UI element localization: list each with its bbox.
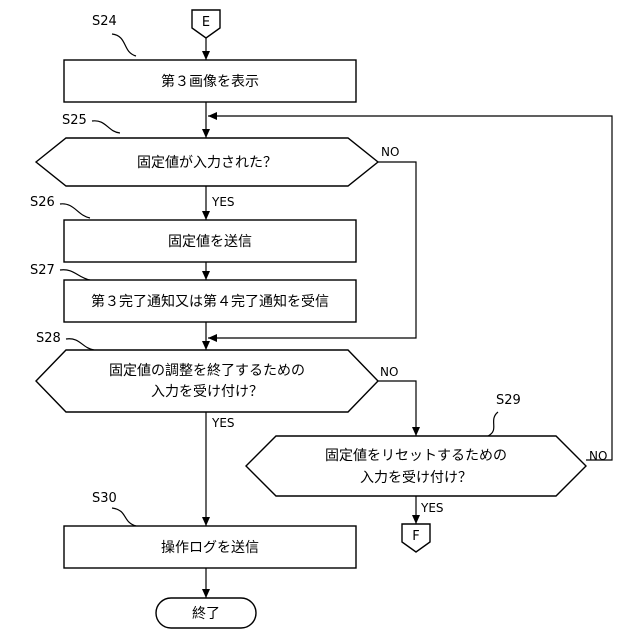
decision-end-adjustment bbox=[36, 350, 378, 412]
process-receive-completion-text: 第３完了通知又は第４完了通知を受信 bbox=[91, 293, 329, 310]
step-leader-s24 bbox=[112, 34, 136, 56]
decision-end-adjustment-text-line1: 固定値の調整を終了するための bbox=[109, 363, 305, 379]
step-label-s28: S28 bbox=[36, 331, 61, 346]
step-label-s25: S25 bbox=[62, 113, 87, 128]
entry-connector: E bbox=[192, 10, 220, 38]
branch-label-s25-yes: YES bbox=[211, 195, 235, 209]
end-terminator: 終了 bbox=[156, 598, 256, 628]
decision-end-adjustment-text-line2: 入力を受け付け？ bbox=[151, 384, 263, 400]
step-s28: S28 固定値の調整を終了するための 入力を受け付け？ bbox=[36, 331, 378, 412]
exit-connector: F bbox=[402, 524, 430, 552]
decision-fixed-value-input-text: 固定値が入力された？ bbox=[137, 155, 277, 171]
step-label-s30: S30 bbox=[92, 491, 117, 506]
end-terminator-text: 終了 bbox=[192, 606, 220, 622]
step-leader-s27 bbox=[60, 270, 90, 280]
step-leader-s29 bbox=[488, 412, 498, 436]
step-label-s26: S26 bbox=[30, 195, 55, 210]
entry-connector-label: E bbox=[202, 15, 210, 30]
branch-label-s29-yes: YES bbox=[420, 501, 444, 515]
step-s27: S27 第３完了通知又は第４完了通知を受信 bbox=[30, 263, 356, 322]
step-s26: S26 固定値を送信 bbox=[30, 195, 356, 262]
decision-reset-text-line2: 入力を受け付け？ bbox=[360, 470, 472, 486]
step-leader-s28 bbox=[66, 339, 94, 350]
decision-reset bbox=[246, 436, 586, 496]
step-leader-s25 bbox=[92, 121, 120, 133]
step-leader-s30 bbox=[112, 508, 136, 526]
edge-s28-no bbox=[378, 381, 416, 436]
branch-label-s25-no: NO bbox=[381, 145, 399, 159]
step-label-s27: S27 bbox=[30, 263, 55, 278]
process-send-log-text: 操作ログを送信 bbox=[161, 540, 259, 556]
step-leader-s26 bbox=[60, 204, 90, 218]
branch-label-s28-no: NO bbox=[380, 365, 398, 379]
step-s30: S30 操作ログを送信 bbox=[64, 491, 356, 568]
branch-label-s28-yes: YES bbox=[211, 416, 235, 430]
process-display-third-image-text: 第３画像を表示 bbox=[161, 73, 259, 90]
decision-reset-text-line1: 固定値をリセットするための bbox=[325, 448, 507, 464]
step-s25: S25 固定値が入力された？ bbox=[36, 113, 378, 186]
branch-label-s29-no: NO bbox=[589, 449, 607, 463]
step-label-s24: S24 bbox=[92, 14, 117, 29]
exit-connector-label: F bbox=[412, 529, 419, 544]
process-send-fixed-value-text: 固定値を送信 bbox=[168, 234, 252, 250]
step-label-s29: S29 bbox=[496, 393, 521, 408]
